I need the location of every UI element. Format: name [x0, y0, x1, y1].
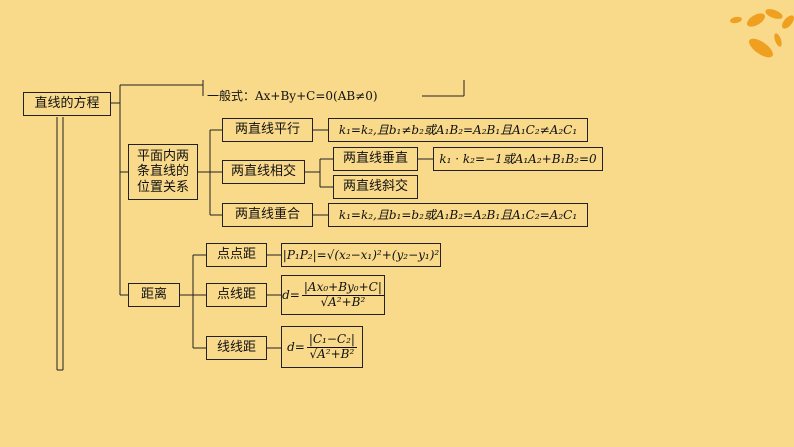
- oblique-node: 两直线斜交: [333, 175, 418, 199]
- line-line-label: 线线距: [216, 340, 256, 356]
- parallel-node: 两直线平行: [222, 118, 313, 142]
- position-node: 平面内两 条直线的 位置关系: [128, 144, 198, 200]
- coincide-label: 两直线重合: [234, 207, 300, 223]
- parallel-label: 两直线平行: [234, 122, 300, 138]
- general-form-label: 一般式：Ax+By+C=0(AB≠0): [207, 88, 378, 103]
- position-line2: 条直线的: [136, 164, 189, 180]
- intersect-node: 两直线相交: [222, 160, 305, 184]
- root-label: 直线的方程: [34, 96, 100, 112]
- coincide-formula: k₁=k₂,且b₁=b₂或A₁B₂=A₂B₁且A₁C₂=A₂C₁: [328, 203, 588, 227]
- point-line-denominator: √A²+B²: [320, 294, 366, 309]
- point-point-label: 点点距: [216, 247, 256, 263]
- point-line-numerator: |Ax₀+By₀+C|: [301, 280, 384, 296]
- leaves-decoration: [730, 9, 794, 58]
- leaf-icon: [774, 33, 782, 47]
- leaf-icon: [749, 38, 773, 58]
- point-point-node: 点点距: [206, 243, 267, 267]
- distance-node: 距离: [128, 283, 180, 307]
- point-point-formula: |P₁P₂|=√(x₂−x₁)²+(y₂−y₁)²: [281, 243, 441, 267]
- line-line-denominator: √A²+B²: [309, 346, 355, 361]
- point-line-node: 点线距: [206, 283, 267, 307]
- oblique-label: 两直线斜交: [342, 179, 408, 195]
- leaf-icon: [765, 9, 783, 19]
- coincide-node: 两直线重合: [222, 203, 313, 227]
- line-line-formula: d= |C₁−C₂|√A²+B²: [281, 326, 363, 368]
- leaf-icon: [782, 15, 794, 29]
- general-form-node: 一般式：Ax+By+C=0(AB≠0): [203, 84, 422, 108]
- perpendicular-formula: k₁ · k₂=−1或A₁A₂+B₁B₂=0: [433, 147, 603, 171]
- perpendicular-node: 两直线垂直: [333, 147, 418, 171]
- position-line1: 平面内两: [136, 148, 189, 164]
- position-line3: 位置关系: [136, 179, 189, 195]
- line-line-node: 线线距: [206, 336, 267, 360]
- root-node: 直线的方程: [23, 92, 111, 116]
- leaf-icon: [746, 13, 766, 27]
- intersect-label: 两直线相交: [230, 164, 296, 180]
- point-line-formula: d= |Ax₀+By₀+C|√A²+B²: [281, 275, 385, 315]
- distance-label: 距离: [140, 287, 167, 303]
- leaf-icon: [730, 16, 742, 24]
- point-line-label: 点线距: [216, 287, 256, 303]
- parallel-formula: k₁=k₂,且b₁≠b₂或A₁B₂=A₂B₁且A₁C₂≠A₂C₁: [328, 118, 588, 142]
- line-line-numerator: |C₁−C₂|: [306, 332, 357, 348]
- perpendicular-label: 两直线垂直: [342, 151, 408, 167]
